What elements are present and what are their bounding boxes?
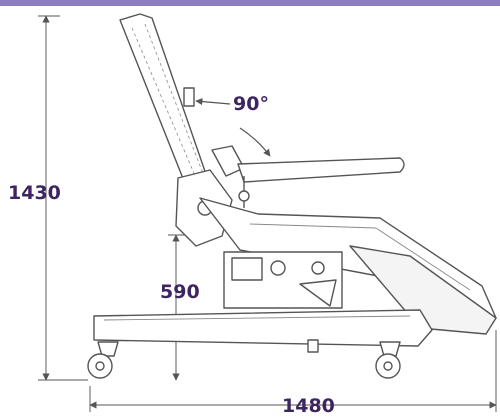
overall-height-label: 1430 xyxy=(8,182,61,204)
chair-base xyxy=(93,309,433,347)
backrest-angle-label: 90° xyxy=(233,93,269,115)
seat-height-dimension-line xyxy=(168,234,198,381)
top-accent-bar xyxy=(0,0,500,6)
castor-left xyxy=(87,341,119,379)
chair-outline xyxy=(87,13,497,379)
armrest xyxy=(237,157,405,183)
overall-length-label: 1480 xyxy=(282,395,335,417)
length-dimension-line xyxy=(89,330,497,412)
seat-height-label: 590 xyxy=(160,281,200,303)
castor-right xyxy=(375,341,401,379)
height-dimension-line xyxy=(38,15,88,381)
angle-indicator xyxy=(195,97,271,157)
